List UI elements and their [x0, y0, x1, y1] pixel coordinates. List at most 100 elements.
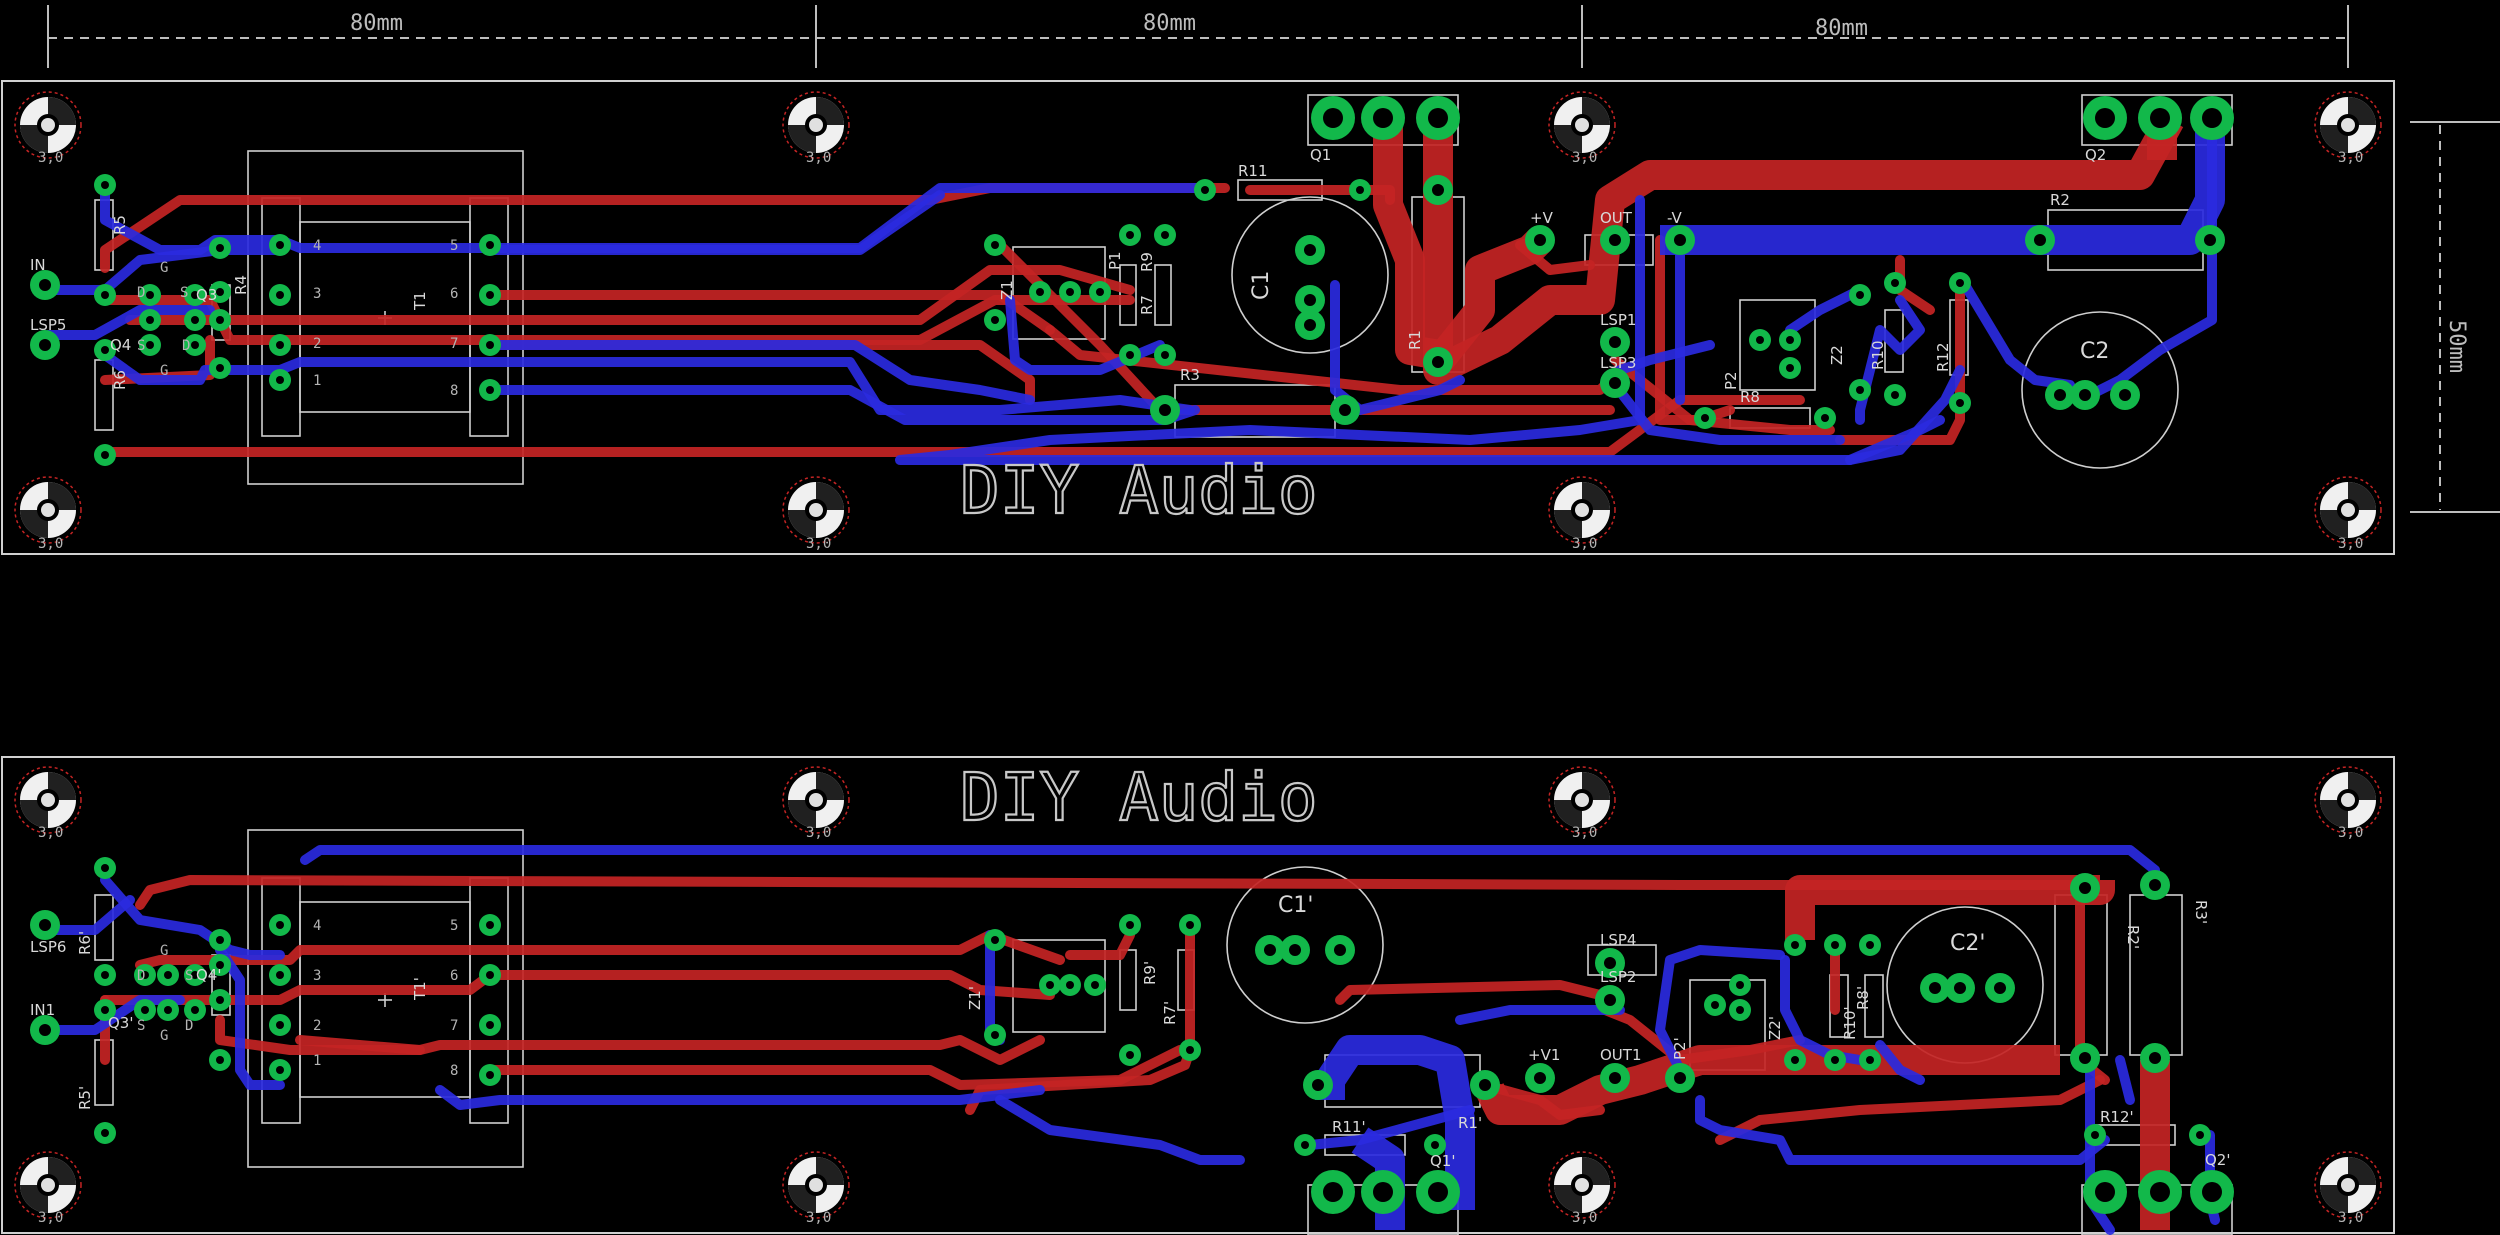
label-r10-prime: R10' — [1841, 1006, 1859, 1040]
label-z2-prime: Z2' — [1766, 1016, 1784, 1040]
label-r5-prime: R5' — [76, 1086, 94, 1110]
svg-text:G: G — [160, 363, 168, 379]
board-top: 4 3 2 1 5 6 7 8 G D S G D S IN LSP5 R5 R… — [30, 94, 2234, 530]
dimension-label-vertical: 50mm — [2444, 320, 2469, 373]
label-r7: R7 — [1138, 295, 1156, 315]
label-r3: R3 — [1180, 366, 1200, 384]
label-t1: T1 — [411, 291, 429, 311]
label-q1: Q1 — [1310, 146, 1331, 164]
label-in1: IN1 — [30, 1001, 55, 1019]
svg-text:G: G — [160, 1028, 168, 1044]
svg-text:3,0: 3,0 — [806, 1210, 831, 1226]
svg-text:3,0: 3,0 — [2338, 150, 2363, 166]
label-q2: Q2 — [2085, 146, 2106, 164]
label-r10: R10 — [1869, 340, 1887, 370]
svg-text:3: 3 — [313, 286, 321, 302]
transformer-pin-numbers-top: 4 3 2 1 5 6 7 8 — [313, 238, 458, 399]
svg-text:3,0: 3,0 — [1572, 536, 1597, 552]
svg-text:S: S — [137, 338, 145, 354]
label-q3: Q3 — [196, 286, 217, 304]
label-r6: R6 — [111, 370, 129, 390]
label-minus-v: -V — [1667, 209, 1683, 227]
label-r9-prime: R9' — [1141, 961, 1159, 985]
logo-text-top: DIY Audio — [960, 452, 1318, 529]
svg-text:3,0: 3,0 — [806, 536, 831, 552]
label-r3-prime: R3' — [2192, 900, 2210, 924]
label-in: IN — [30, 256, 46, 274]
svg-text:3,0: 3,0 — [1572, 150, 1597, 166]
svg-text:3,0: 3,0 — [2338, 1210, 2363, 1226]
dimension-label-1: 80mm — [350, 11, 403, 36]
label-r8-prime: R8' — [1854, 986, 1872, 1010]
label-lsp2: LSP2 — [1600, 968, 1636, 986]
svg-text:D: D — [137, 968, 145, 984]
dimension-label-2: 80mm — [1143, 11, 1196, 36]
label-p2-prime: P2' — [1671, 1037, 1689, 1060]
svg-text:5: 5 — [450, 918, 458, 934]
label-q4-prime: Q4' — [196, 966, 221, 984]
svg-text:G: G — [160, 260, 168, 276]
label-q2-prime: Q2' — [2205, 1151, 2230, 1169]
fet-pin-letters-top: G D S G D S — [137, 260, 190, 379]
label-c1-prime: C1' — [1278, 893, 1313, 918]
label-p2: P2 — [1722, 371, 1740, 390]
label-lsp4: LSP4 — [1600, 931, 1636, 949]
svg-text:3: 3 — [313, 968, 321, 984]
svg-text:6: 6 — [450, 968, 458, 984]
dimension-label-3: 80mm — [1815, 16, 1868, 41]
mounting-hole-labels: 3,0 3,0 3,0 3,0 3,0 3,0 3,0 3,0 3,0 3,0 … — [38, 150, 2363, 1226]
label-out: OUT — [1600, 209, 1633, 227]
svg-text:7: 7 — [450, 1018, 458, 1034]
svg-text:6: 6 — [450, 286, 458, 302]
svg-text:7: 7 — [450, 336, 458, 352]
label-r1: R1 — [1406, 330, 1424, 350]
label-lsp1: LSP1 — [1600, 311, 1636, 329]
label-lsp6: LSP6 — [30, 938, 66, 956]
label-r7-prime: R7' — [1161, 1001, 1179, 1025]
label-q1-prime: Q1' — [1430, 1152, 1455, 1170]
svg-text:8: 8 — [450, 1063, 458, 1079]
label-p1: P1 — [1106, 251, 1124, 270]
svg-text:3,0: 3,0 — [1572, 1210, 1597, 1226]
label-r9: R9 — [1138, 252, 1156, 272]
transformer-pin-numbers-bottom: 4 3 2 1 5 6 7 8 — [313, 918, 458, 1079]
svg-text:3,0: 3,0 — [38, 825, 63, 841]
label-r11: R11 — [1238, 162, 1268, 180]
label-out1: OUT1 — [1600, 1046, 1642, 1064]
svg-text:2: 2 — [313, 1018, 321, 1034]
label-t1-prime: T1' — [411, 977, 429, 1001]
svg-text:1: 1 — [313, 1053, 321, 1069]
svg-text:3,0: 3,0 — [1572, 825, 1597, 841]
label-r11-prime: R11' — [1332, 1118, 1366, 1136]
label-r12: R12 — [1934, 342, 1952, 372]
label-q3-prime: Q3' — [108, 1014, 133, 1032]
svg-text:G: G — [160, 943, 168, 959]
label-r1-prime: R1' — [1458, 1114, 1482, 1132]
svg-text:3,0: 3,0 — [38, 1210, 63, 1226]
svg-text:D: D — [182, 338, 190, 354]
traces-bottom-blue — [43, 845, 2220, 1235]
svg-text:3,0: 3,0 — [2338, 825, 2363, 841]
label-r2: R2 — [2050, 191, 2070, 209]
svg-text:5: 5 — [450, 238, 458, 254]
svg-text:3,0: 3,0 — [806, 150, 831, 166]
logo-text-bottom: DIY Audio — [960, 759, 1318, 836]
silkscreen-top — [94, 94, 2233, 485]
svg-text:3,0: 3,0 — [38, 150, 63, 166]
label-q4: Q4 — [110, 336, 131, 354]
component-labels-top: IN LSP5 R5 R6 R4 Q3 Q4 T1 Z1 P1 R7 R9 R3… — [30, 146, 2109, 406]
label-c1: C1 — [1249, 271, 1274, 300]
svg-text:D: D — [137, 285, 145, 301]
svg-text:S: S — [185, 968, 193, 984]
label-r12-prime: R12' — [2100, 1108, 2134, 1126]
label-plus-v1: +V1 — [1528, 1046, 1560, 1064]
board-outline-top — [1, 80, 2395, 555]
svg-text:4: 4 — [313, 238, 321, 254]
component-labels-bottom: LSP6 IN1 R6' R5' Q3' Q4' T1' Z1' R9' R7'… — [30, 893, 2230, 1170]
label-c2: C2 — [2080, 339, 2109, 364]
svg-text:1: 1 — [313, 373, 321, 389]
label-z2: Z2 — [1828, 345, 1846, 365]
svg-text:4: 4 — [313, 918, 321, 934]
label-plus-v: +V — [1530, 209, 1554, 227]
